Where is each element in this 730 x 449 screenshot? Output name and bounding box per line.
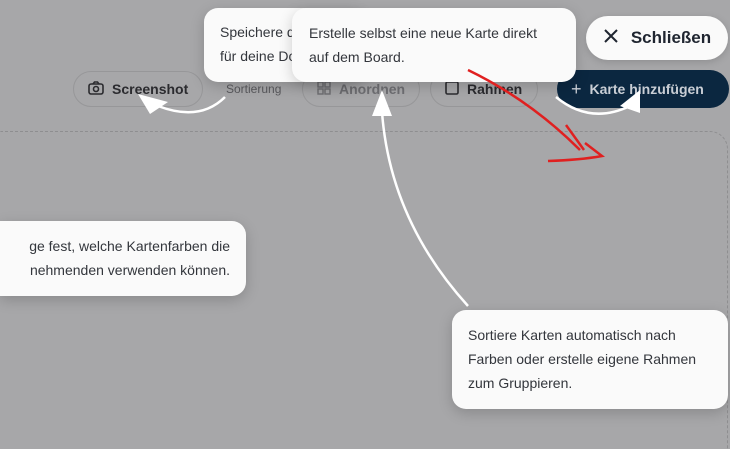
arrowheads-icon bbox=[138, 90, 640, 116]
tooltip-line: Farben oder erstelle eigene Rahmen bbox=[468, 351, 697, 367]
tooltip-line: Speichere da bbox=[220, 24, 303, 40]
tooltip-sort: Sortiere Karten automatisch nach Farben … bbox=[452, 310, 728, 409]
tooltip-line: nehmenden verwenden können. bbox=[29, 262, 230, 278]
add-card-button[interactable]: + Karte hinzufügen bbox=[557, 70, 729, 108]
close-button[interactable]: Schließen bbox=[586, 16, 728, 60]
arrow-icon bbox=[157, 96, 631, 307]
tooltip-line: ge fest, welche Kartenfarben die bbox=[29, 238, 230, 254]
board-area[interactable] bbox=[0, 131, 728, 449]
camera-icon bbox=[88, 80, 104, 98]
tooltip-line: Sortiere Karten automatisch nach bbox=[468, 327, 676, 343]
add-card-label: Karte hinzufügen bbox=[589, 81, 704, 97]
tooltip-line: zum Gruppieren. bbox=[468, 375, 573, 391]
tooltip-line: Erstelle selbst eine neue Karte direkt bbox=[309, 25, 538, 41]
plus-icon: + bbox=[571, 78, 582, 99]
tooltip-add-card: Erstelle selbst eine neue Karte direkt a… bbox=[292, 8, 576, 82]
screenshot-label: Screenshot bbox=[112, 81, 189, 97]
red-scribble-icon bbox=[467, 68, 606, 163]
tooltip-line: auf dem Board. bbox=[309, 49, 405, 65]
sort-label: Sortierung bbox=[226, 82, 282, 96]
tooltip-card-colors: ge fest, welche Kartenfarben die nehmend… bbox=[0, 221, 246, 296]
screenshot-button[interactable]: Screenshot bbox=[73, 71, 203, 107]
close-label: Schließen bbox=[630, 28, 712, 47]
tooltip-line: für deine Do bbox=[220, 48, 297, 64]
close-icon bbox=[603, 28, 619, 49]
arrange-label: Anordnen bbox=[339, 81, 406, 97]
